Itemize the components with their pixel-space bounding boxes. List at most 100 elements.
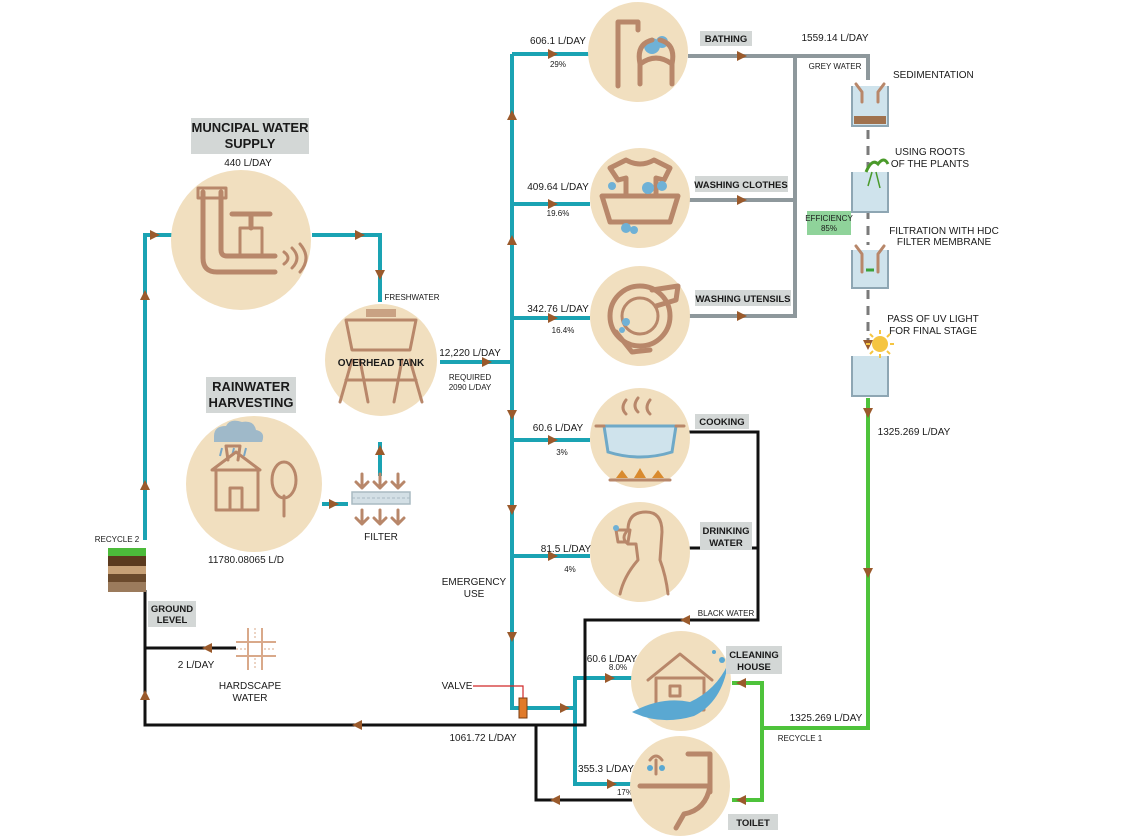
water-tower-icon [338, 309, 424, 404]
cleaning-label-1: CLEANING [729, 650, 779, 661]
washing-clothes-icon [599, 157, 681, 234]
cleaning-flow: 60.6 L/DAY [587, 654, 638, 665]
toilet-tag-box [728, 814, 778, 830]
shower-icon [615, 19, 676, 89]
sedimentation-tank-icon [851, 82, 889, 127]
plant-roots-tank-icon [851, 158, 890, 213]
bathing-node: 606.1 L/DAY 29% BATHING [530, 2, 752, 102]
clothes-flow: 409.64 L/DAY [527, 182, 589, 193]
efficiency-box [807, 211, 851, 235]
toilet-icon [637, 751, 713, 831]
ground-level-box [148, 601, 196, 627]
drinking-label-1: DRINKING [703, 526, 750, 537]
municipal-title-line1: MUNCIPAL WATER [192, 120, 310, 135]
step3-label-1: FILTRATION WITH HDC [889, 226, 999, 237]
utensils-flow: 342.76 L/DAY [527, 304, 589, 315]
cooking-pot-icon [594, 396, 686, 482]
filter-icon [351, 472, 411, 526]
bathing-label: BATHING [705, 34, 748, 45]
bathing-flow: 606.1 L/DAY [530, 36, 586, 47]
utensils-pct: 16.4% [552, 326, 575, 335]
drinking-tag-box [700, 522, 752, 550]
bathing-tag-box [700, 31, 752, 46]
greywater-flow: 1559.14 L/DAY [801, 33, 868, 44]
cooking-label: COOKING [699, 417, 744, 428]
bathing-pct: 29% [550, 60, 566, 69]
clothes-tag-box [695, 176, 788, 192]
municipal-title-box [191, 118, 309, 154]
filter-node: FILTER [351, 472, 411, 543]
required-label-1: REQUIRED [449, 373, 491, 382]
drinking-pct: 4% [564, 565, 576, 574]
toilet-pct: 17% [617, 788, 633, 797]
black-water-label: BLACK WATER [698, 609, 755, 618]
filter-label: FILTER [364, 532, 398, 543]
emergency-label-1: EMERGENCY [442, 577, 507, 588]
cooking-node: 60.6 L/DAY 3% COOKING [533, 388, 749, 488]
hardscape-flow-label: 2 L/DAY [178, 660, 215, 671]
misc-labels: EMERGENCY USE BLACK WATER VALVE 1061.72 … [95, 535, 755, 744]
washing-clothes-node: 409.64 L/DAY 19.6% WASHING CLOTHES [527, 148, 788, 248]
treated-flow-label: 1325.269 L/DAY [878, 427, 951, 438]
drinking-person-icon [613, 510, 670, 596]
ground-label-2: LEVEL [157, 615, 188, 626]
hardscape-label-2: WATER [233, 693, 268, 704]
road-crossing-icon [236, 628, 276, 670]
efficiency-label: EFFICIENCY [805, 214, 853, 223]
utensils-label: WASHING UTENSILS [695, 294, 790, 305]
ground-label-1: GROUND [151, 604, 193, 615]
drinking-flow: 81.5 L/DAY [541, 544, 592, 555]
efficiency-value: 85% [821, 224, 837, 233]
freshwater-label: FRESHWATER [384, 293, 439, 302]
flow-arrows [140, 49, 873, 805]
overhead-tank-label: OVERHEAD TANK [338, 358, 425, 369]
municipal-flow-label: 440 L/DAY [224, 158, 272, 169]
ground-level-node: GROUND LEVEL [108, 548, 196, 627]
drinking-water-node: 81.5 L/DAY 4% DRINKING WATER [541, 502, 752, 602]
valve-icon[interactable] [518, 697, 528, 719]
cleaning-tag-box [726, 646, 782, 674]
emergency-label-2: USE [464, 589, 485, 600]
freshwater-pipes [143, 52, 632, 786]
toilet-label: TOILET [736, 818, 770, 829]
washing-utensils-icon [607, 283, 681, 355]
step2-label-1: USING ROOTS [895, 147, 965, 158]
step2-label-2: OF THE PLANTS [891, 159, 969, 170]
rain-title-line2: HARVESTING [209, 395, 294, 410]
step4-label-2: FOR FINAL STAGE [889, 326, 977, 337]
step1-label: SEDIMENTATION [893, 70, 974, 81]
step3-label-2: FILTER MEMBRANE [897, 237, 992, 248]
recycle1-flow-label: 1325.269 L/DAY [790, 713, 863, 724]
valve-label: VALVE [442, 681, 473, 692]
cleaning-pct: 8.0% [609, 663, 627, 672]
rain-flow-label: 11780.08065 L/D [208, 555, 284, 566]
clothes-pct: 19.6% [547, 209, 570, 218]
rain-house-icon [210, 420, 298, 518]
greywater-treatment: 1559.14 L/DAY GREY WATER SEDIMENTATION U… [778, 33, 999, 743]
cleaning-label-2: HOUSE [737, 662, 771, 673]
cooking-flow: 60.6 L/DAY [533, 423, 584, 434]
recycle2-label: RECYCLE 2 [95, 535, 140, 544]
required-label-2: 2090 L/DAY [449, 383, 492, 392]
cleaning-house-node: 60.6 L/DAY 8.0% CLEANING HOUSE [587, 631, 782, 731]
toilet-flow: 355.3 L/DAY [578, 764, 634, 775]
hardscape-label-1: HARDSCAPE [219, 681, 282, 692]
toilet-node: 355.3 L/DAY 17% TOILET [578, 736, 778, 836]
cleaning-house-icon [632, 650, 728, 721]
step4-label-1: PASS OF UV LIGHT [887, 314, 979, 325]
drinking-label-2: WATER [709, 538, 743, 549]
rainwater-title-box [206, 377, 296, 413]
greywater-label: GREY WATER [809, 62, 862, 71]
tank-flow-label: 12,220 L/DAY [439, 348, 501, 359]
cooking-pct: 3% [556, 448, 568, 457]
rain-title-line1: RAINWATER [212, 379, 290, 394]
rainwater-node: RAINWATER HARVESTING 11780.08065 L/D [186, 377, 322, 566]
uv-light-tank-icon [851, 330, 894, 397]
overhead-tank-node: FRESHWATER OVERHEAD TANK 12,220 L/DAY RE… [325, 293, 501, 416]
water-tap-icon [196, 186, 308, 275]
filtration-tank-icon [851, 244, 889, 289]
cooking-tag-box [695, 414, 749, 429]
municipal-title-line2: SUPPLY [225, 136, 276, 151]
clothes-label: WASHING CLOTHES [694, 180, 787, 191]
